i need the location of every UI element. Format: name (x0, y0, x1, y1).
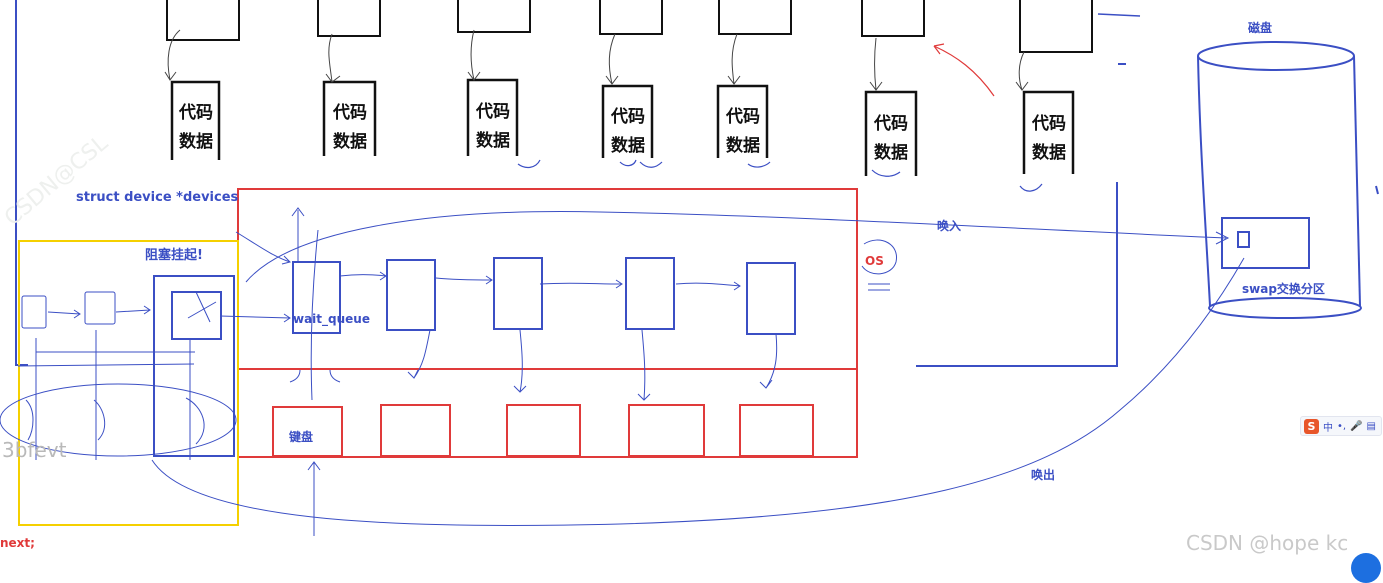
code-data-frames (170, 78, 1075, 176)
next-label: next; (0, 536, 35, 550)
scribble-text: 3bfevt (2, 438, 67, 462)
disk-cylinder (1197, 41, 1362, 319)
code-data-label: 代码数据 (874, 114, 908, 163)
red-arrow (933, 43, 995, 97)
swap-partition-label: swap交换分区 (1242, 282, 1325, 296)
keyboard-label: 键盘 (289, 430, 314, 444)
ime-menu-icon[interactable]: ▤ (1366, 420, 1376, 432)
ime-toolbar[interactable]: S 中 •, 🎤 ▤ (1300, 416, 1382, 436)
swap-out-label: 唤出 (1031, 468, 1056, 482)
blocked-label: 阻塞挂起! (145, 248, 203, 263)
top-down-arrows (164, 29, 1029, 91)
code-data-label: 代码数据 (476, 102, 510, 151)
keyboard-device-box (272, 406, 343, 457)
right-bracket (916, 182, 1118, 367)
ime-mic-icon[interactable]: 🎤 (1350, 420, 1363, 432)
left-frame-line (15, 0, 28, 366)
diagram-canvas (0, 0, 1379, 536)
code-data-label: 代码数据 (179, 103, 213, 152)
code-data-label: 代码数据 (726, 107, 760, 156)
struct-devices-label: struct device *devices (76, 190, 239, 205)
yellow-frame (18, 240, 239, 526)
disk-label: 磁盘 (1248, 21, 1273, 35)
code-data-label: 代码数据 (1032, 114, 1066, 163)
queue-links (339, 271, 778, 401)
left-scribbles (0, 291, 291, 460)
top-process-boxes (166, 0, 1093, 53)
blocked-area (153, 275, 235, 457)
swap-in-curve (245, 211, 1227, 283)
swap-in-arrowhead (1215, 231, 1230, 245)
sogou-logo-icon[interactable]: S (1304, 418, 1319, 434)
os-underline (868, 283, 890, 291)
swap-partition-box (1221, 217, 1310, 269)
swap-in-label: 唤入 (937, 219, 962, 233)
red-device-boxes (272, 404, 814, 457)
swap-out-curve (151, 257, 1245, 526)
top-right-stroke (1097, 13, 1141, 17)
wait-queue-boxes (292, 257, 796, 335)
os-label: OS (865, 254, 884, 268)
code-data-label: 代码数据 (611, 107, 645, 156)
scribble-ticks (517, 159, 1043, 192)
ime-punct-toggle[interactable]: •, (1337, 420, 1347, 432)
code-data-label: 代码数据 (333, 103, 367, 152)
vertical-arrows (235, 207, 341, 536)
csdn-watermark: CSDN @hope kc (1186, 531, 1349, 555)
wait-queue-label: wait_queue (293, 312, 370, 326)
floating-action-button[interactable] (1351, 553, 1381, 583)
ime-lang-toggle[interactable]: 中 (1323, 422, 1333, 434)
right-edge-mark (1375, 185, 1379, 195)
os-circle (861, 239, 897, 275)
